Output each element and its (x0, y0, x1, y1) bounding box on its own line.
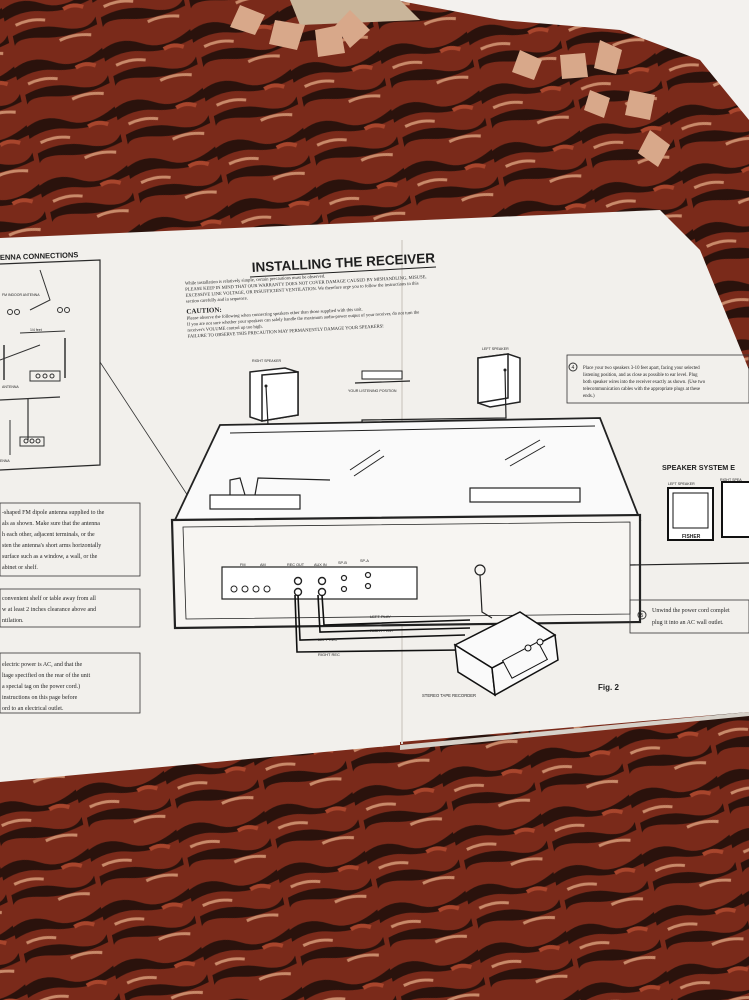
caution-title: CAUTION: (186, 306, 222, 316)
right-speaker-label: RIGHT SPEAKER (252, 359, 281, 363)
step-5-box: 5 Unwind the power cord complet plug it … (629, 599, 749, 634)
right-rec-label: RIGHT REC (318, 652, 340, 657)
speaker-b-right-label: RIGHT SPEA (720, 478, 742, 482)
box3-line: ord to an electrical outlet. (2, 706, 64, 712)
fm-indoor-label: FM INDOOR ANTENNA (2, 293, 40, 297)
listening-position-label: YOUR LISTENING POSITION (348, 389, 397, 393)
right-play-label: RIGHT PLAY (370, 628, 394, 633)
cabinet-drawing (170, 417, 749, 630)
antenna-distance: 1/4 feet (30, 328, 42, 332)
step5-line: plug it into an AC wall outlet. (652, 620, 724, 626)
speaker-b-left-label: LEFT SPEAKER (668, 482, 695, 486)
tape-recorder-label: STEREO TAPE RECORDER (422, 693, 476, 698)
box3-line: electric power is AC, and that the (2, 662, 82, 668)
step-4-number: 4 (572, 365, 575, 371)
box2-line: w at least 2 inches clearance above and (2, 607, 96, 613)
left-section-header: ENNA CONNECTIONS (0, 250, 79, 262)
intro-line: section carefully and in sequence. (186, 295, 248, 303)
fm-terminal-label: FM (240, 563, 245, 567)
step4-line: both speaker wires into the receiver exa… (583, 380, 706, 385)
left-instruction-box-3: electric power is AC, and that the ltage… (0, 652, 141, 714)
am-terminal-label: AM (260, 563, 266, 567)
caution-line: receiver's VOLUME control up too high. (187, 324, 263, 333)
box3-line: ltage specified on the rear of the unit (2, 672, 90, 679)
speaker-b-drawing (667, 481, 749, 541)
left-instruction-box-1: -shaped FM dipole antenna supplied to th… (0, 502, 141, 577)
step4-line: listening position, and as close as poss… (583, 373, 698, 378)
right-speaker-drawing: RIGHT SPEAKER (249, 359, 299, 422)
enna-label: ENNA (0, 459, 10, 463)
step-4-box: 4 Place your two speakers 3-10 feet apar… (566, 354, 749, 404)
left-rec-label: LEFT REC (318, 637, 337, 642)
left-speaker-label: LEFT SPEAKER (482, 347, 509, 351)
box1-line: -shaped FM dipole antenna supplied to th… (2, 510, 105, 516)
left-play-label: LEFT PLAY (370, 614, 391, 619)
rec-out-label: REC OUT (287, 563, 305, 567)
tape-recorder-drawing (453, 611, 559, 697)
listening-position: YOUR LISTENING POSITION (348, 370, 411, 393)
step-5-number: 5 (641, 613, 644, 619)
sp-a-label: SP-A (360, 559, 369, 563)
step5-line: Unwind the power cord complet (652, 608, 730, 614)
fisher-logo-label: FISHER (682, 534, 701, 540)
box1-line: h each other, adjacent terminals, or the (2, 532, 95, 538)
antenna-label: ANTENNA (2, 385, 19, 389)
box1-line: als as shown. Make sure that the antenna (2, 521, 100, 527)
box1-line: abinet or shelf. (2, 564, 38, 571)
aux-in-label: AUX IN (314, 563, 327, 567)
box1-line: sten the antenna's short arms horizontal… (2, 543, 101, 549)
speaker-system-b-heading: SPEAKER SYSTEM E (662, 463, 735, 472)
sp-b-label: SP-B (338, 561, 347, 565)
antenna-diagram: FM INDOOR ANTENNA 1/4 feet ANTENNA ENNA (0, 259, 101, 471)
box1-line: surface such as a window, a wall, or the (2, 553, 98, 560)
box3-line: a special tag on the power cord.) (2, 683, 80, 690)
box2-line: ntilation. (2, 618, 24, 624)
step4-line: ends.) (583, 394, 595, 399)
left-instruction-box-2: convenient shelf or table away from all … (0, 588, 141, 628)
figure-label: Fig. 2 (598, 683, 619, 692)
box2-line: convenient shelf or table away from all (2, 595, 96, 602)
step4-line: Place your two speakers 3-10 feet apart,… (583, 366, 700, 371)
box3-line: instructions on this page before (2, 694, 78, 701)
left-speaker-drawing: LEFT SPEAKER (477, 347, 521, 408)
step4-line: telecommunication cables with the approp… (583, 387, 700, 392)
